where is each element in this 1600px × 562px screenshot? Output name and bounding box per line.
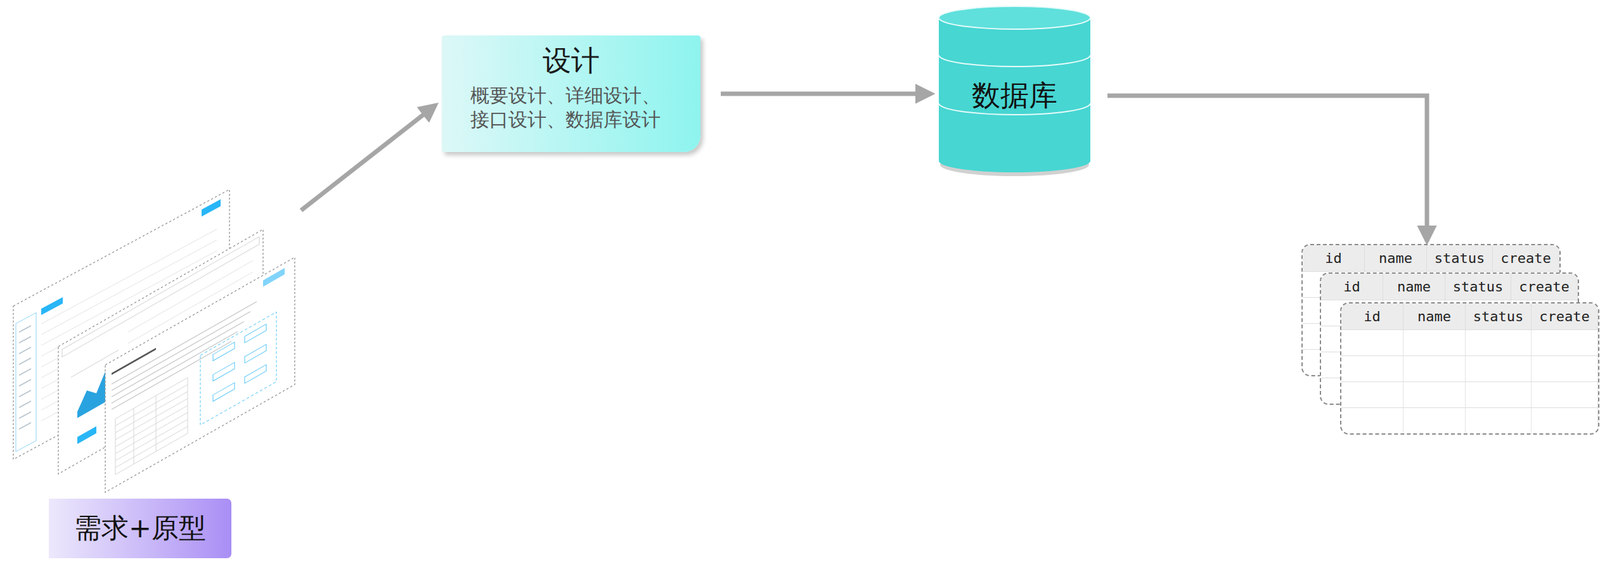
box-body: 概要设计、详细设计、 接口设计、数据库设计 xyxy=(470,83,669,132)
table-line xyxy=(115,419,188,461)
flow-arrow xyxy=(720,91,932,97)
flow-step xyxy=(244,365,267,384)
table-cell xyxy=(1341,330,1404,356)
column-header: status xyxy=(1445,273,1512,300)
table-body xyxy=(1341,329,1599,434)
table-line xyxy=(115,398,188,440)
side-item xyxy=(19,379,32,387)
text-line xyxy=(111,311,251,392)
prototype-group: 需求+原型 xyxy=(12,183,302,562)
page-outline xyxy=(105,257,295,493)
table-line xyxy=(115,426,188,468)
flow-arrow xyxy=(301,105,436,211)
column-header: create xyxy=(1531,303,1599,330)
cylinder-body xyxy=(938,17,1091,173)
column-header: name xyxy=(1403,303,1466,330)
box-title: 设计 xyxy=(454,43,688,79)
column-header: create xyxy=(1492,245,1560,272)
flow-step xyxy=(244,344,267,364)
column-header: status xyxy=(1426,245,1493,272)
side-item xyxy=(19,336,32,343)
side-item xyxy=(19,412,32,419)
table-cell xyxy=(1465,382,1532,408)
flow-step xyxy=(244,324,267,343)
side-item xyxy=(19,347,32,354)
text-line xyxy=(111,341,232,410)
flow-step xyxy=(212,342,235,361)
table-cell xyxy=(1465,330,1532,356)
table-cell xyxy=(1341,356,1404,382)
table-line xyxy=(115,412,188,454)
table-cell xyxy=(1403,408,1466,434)
table-row xyxy=(1341,381,1599,408)
flow-box xyxy=(200,311,277,425)
side-item xyxy=(19,401,32,408)
table-row xyxy=(1341,329,1599,356)
table-line xyxy=(187,377,188,434)
table-line xyxy=(155,396,156,452)
column-header: id xyxy=(1341,303,1404,330)
text-line xyxy=(111,331,238,404)
table-cell xyxy=(1341,382,1404,408)
table-cell xyxy=(1531,356,1599,382)
table-cell xyxy=(1403,356,1466,382)
table-cell xyxy=(1465,356,1532,382)
column-header: status xyxy=(1465,303,1532,330)
label-box: 需求+原型 xyxy=(48,498,232,559)
table-cell xyxy=(1531,330,1599,356)
flow-arrow xyxy=(1107,95,1427,242)
text-line xyxy=(111,301,257,385)
table-header: idnamestatuscreate xyxy=(1302,245,1560,272)
button xyxy=(77,426,97,445)
database-cylinder: 数据库 xyxy=(938,6,1091,173)
flow-step xyxy=(212,362,235,381)
button xyxy=(201,199,221,217)
cylinder-top xyxy=(938,6,1091,30)
table-line xyxy=(115,384,188,426)
side-item xyxy=(19,358,32,365)
table-line xyxy=(114,419,116,475)
button xyxy=(41,297,63,316)
table-cell xyxy=(1341,408,1404,434)
cylinder-band xyxy=(938,55,1091,67)
side-item xyxy=(19,325,32,333)
table-line xyxy=(115,377,188,420)
table-cell xyxy=(1531,408,1599,434)
button xyxy=(263,268,285,287)
column-header: id xyxy=(1302,245,1365,272)
column-header: name xyxy=(1383,273,1446,300)
table-cell xyxy=(1531,382,1599,408)
flow-step xyxy=(212,382,235,402)
cylinder-label: 数据库 xyxy=(938,78,1091,113)
table-header: idnamestatuscreate xyxy=(1321,273,1578,300)
column-header: create xyxy=(1511,273,1578,300)
side-item xyxy=(19,390,32,397)
table-row xyxy=(1341,407,1599,434)
sidebar xyxy=(15,313,37,452)
column-header: name xyxy=(1364,245,1427,272)
side-item xyxy=(19,368,32,376)
table-row xyxy=(1341,355,1599,382)
table-cell xyxy=(1403,330,1466,356)
table-line xyxy=(115,405,188,447)
table-header: idnamestatuscreate xyxy=(1341,303,1599,330)
table-box: idnamestatuscreate xyxy=(1340,302,1600,435)
table-line xyxy=(115,391,188,433)
side-item xyxy=(19,422,32,430)
table-cell xyxy=(1403,382,1466,408)
prototype-page xyxy=(105,257,295,493)
process-box: 设计概要设计、详细设计、 接口设计、数据库设计 xyxy=(441,35,701,153)
table-cell xyxy=(1465,408,1532,434)
text-line xyxy=(111,321,245,397)
title-line xyxy=(111,349,156,375)
column-header: id xyxy=(1321,273,1384,300)
table-line xyxy=(115,433,188,475)
table-line xyxy=(133,408,134,465)
